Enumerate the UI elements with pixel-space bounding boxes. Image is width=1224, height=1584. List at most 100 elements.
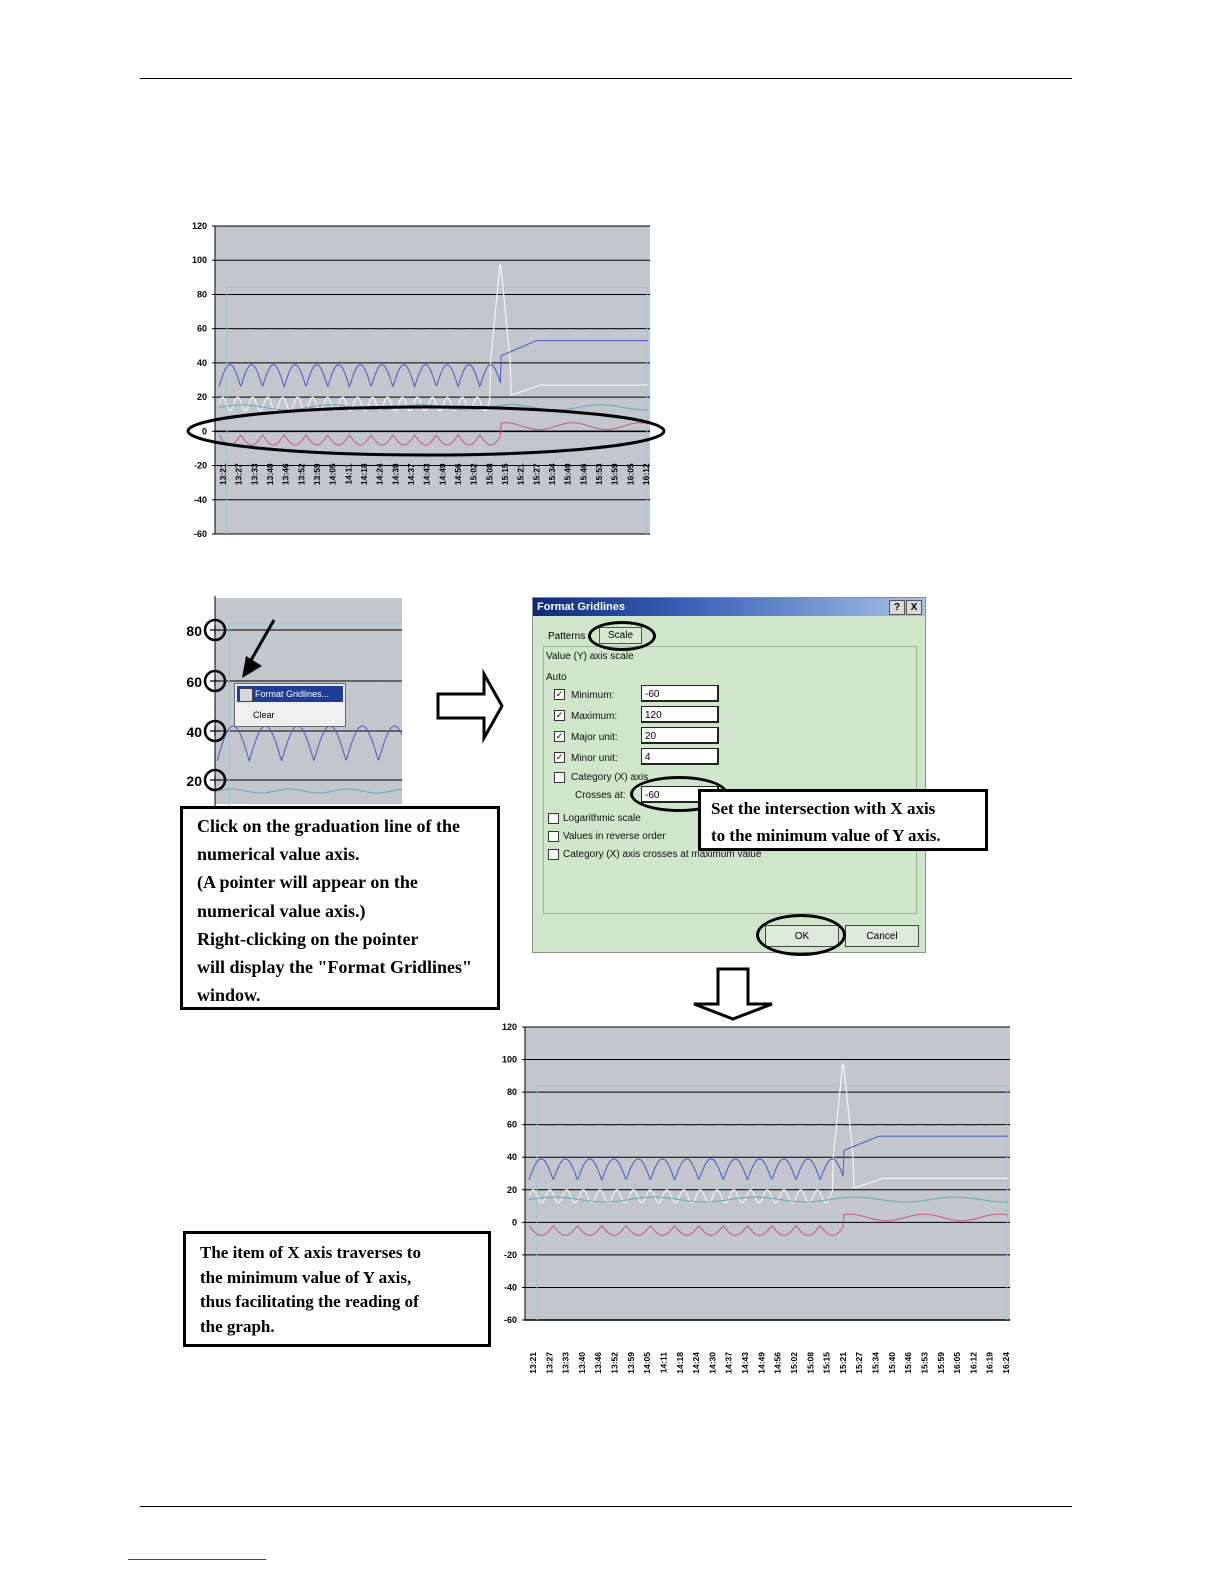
category-axis-label: Category (X) axis	[571, 772, 649, 783]
y-tick-label: 80	[197, 289, 207, 299]
y-tick-label: -40	[194, 495, 207, 505]
arrow-cursor-icon	[242, 619, 276, 678]
axis-pointer-icon	[210, 726, 220, 736]
menu-item-format-gridlines[interactable]: Format Gridlines...	[237, 686, 343, 702]
y-tick-label: 40	[507, 1152, 517, 1162]
x-tick-label: 16:12	[968, 1352, 978, 1374]
series-blue	[218, 340, 648, 389]
x-tick-label: 14:30	[707, 1352, 717, 1374]
callout-intersection-line: to the minimum value of Y axis.	[711, 826, 941, 845]
y-tick-label: -20	[504, 1250, 517, 1260]
series-white	[528, 1063, 1008, 1204]
callout-result: The item of X axis traverses to the mini…	[183, 1231, 491, 1347]
x-tick-label: 16:05	[625, 463, 635, 485]
callout-result-line: the minimum value of Y axis,	[200, 1267, 412, 1287]
x-tick-label: 13:40	[265, 463, 275, 485]
x-tick-label: 15:34	[547, 463, 557, 485]
x-tick-label: 15:15	[500, 463, 510, 485]
y-tick-label: -40	[504, 1282, 517, 1292]
minor-unit-checkbox[interactable]: ✓	[554, 752, 565, 763]
minimum-checkbox[interactable]: ✓	[554, 689, 565, 700]
axis-pointer-icon[interactable]	[203, 669, 227, 693]
major-unit-label: Major unit:	[571, 732, 618, 743]
x-tick-label: 14:24	[691, 1352, 701, 1374]
x-tick-label: 13:33	[561, 1352, 571, 1374]
y-tick-label: 20	[507, 1185, 517, 1195]
menu-item-clear[interactable]: Clear	[253, 710, 275, 720]
x-tick-label: 13:27	[544, 1352, 554, 1374]
footer-link-underline	[128, 1559, 266, 1560]
y-tick-label: 60	[186, 674, 202, 690]
log-scale-checkbox[interactable]	[548, 813, 559, 824]
x-tick-label: 15:27	[854, 1352, 864, 1374]
close-button[interactable]: X	[906, 600, 922, 615]
plot-area	[525, 1027, 1010, 1320]
x-axis-highlight	[186, 405, 666, 457]
callout-result-line: the graph.	[200, 1316, 275, 1336]
axis-pointer-icon[interactable]	[203, 768, 227, 792]
footer-rule	[140, 1506, 1072, 1507]
x-tick-label: 15:08	[484, 463, 494, 485]
y-tick-label: 40	[186, 724, 202, 740]
menu-item-clear-label: Clear	[253, 710, 275, 720]
y-tick-label: 40	[197, 358, 207, 368]
dialog-title: Format Gridlines	[533, 598, 925, 616]
x-tick-label: 15:53	[919, 1352, 929, 1374]
x-tick-label: 15:46	[578, 463, 588, 485]
x-tick-label: 15:15	[822, 1352, 832, 1374]
crosses-max-checkbox[interactable]	[548, 849, 559, 860]
callout-intersection-line: Set the intersection with X axis	[711, 799, 936, 818]
axis-pointer-icon[interactable]	[203, 618, 227, 642]
callout-result-line: The item of X axis traverses to	[200, 1243, 421, 1262]
x-tick-label: 14:05	[328, 463, 338, 485]
x-tick-label: 13:27	[234, 463, 244, 485]
tab-patterns[interactable]: Patterns	[548, 631, 586, 642]
y-tick-label: 0	[202, 426, 207, 436]
reverse-order-checkbox[interactable]	[548, 831, 559, 842]
callout-click-line: will display the "Format Gridlines"	[197, 957, 472, 978]
x-tick-label: 14:05	[642, 1352, 652, 1374]
x-tick-label: 13:59	[312, 463, 322, 485]
context-menu: Format Gridlines... Clear	[234, 683, 346, 727]
y-tick-label: -60	[504, 1315, 517, 1325]
axis-pointer-icon[interactable]	[203, 719, 227, 743]
cancel-button[interactable]: Cancel	[845, 925, 919, 947]
x-tick-label: 16:05	[952, 1352, 962, 1374]
reverse-order-label: Values in reverse order	[563, 831, 666, 842]
callout-intersection: Set the intersection with X axis to the …	[698, 789, 988, 851]
minor-unit-field[interactable]: 4	[641, 748, 719, 765]
callout-click-line: numerical value axis.)	[197, 900, 366, 921]
header-rule	[140, 78, 1072, 79]
axis-pointer-icon	[210, 775, 220, 785]
ok-button-highlight	[756, 914, 846, 956]
x-tick-label: 13:40	[577, 1352, 587, 1374]
x-tick-label: 15:08	[805, 1352, 815, 1374]
y-tick-label: 80	[186, 623, 202, 639]
scale-panel	[543, 646, 917, 914]
x-tick-label: 13:59	[626, 1352, 636, 1374]
maximum-checkbox[interactable]: ✓	[554, 710, 565, 721]
major-unit-checkbox[interactable]: ✓	[554, 731, 565, 742]
x-tick-label: 16:19	[985, 1352, 995, 1374]
help-button[interactable]: ?	[889, 600, 905, 615]
x-tick-label: 14:43	[422, 463, 432, 485]
callout-click-line: (A pointer will appear on the	[197, 872, 418, 893]
major-unit-field[interactable]: 20	[641, 727, 719, 744]
maximum-field[interactable]: 120	[641, 706, 719, 723]
maximum-label: Maximum:	[571, 711, 618, 722]
callout-result-line: thus facilitating the reading of	[200, 1292, 419, 1311]
x-tick-label: 14:43	[740, 1352, 750, 1374]
category-axis-checkbox[interactable]	[554, 772, 565, 783]
x-tick-label: 15:46	[903, 1352, 913, 1374]
minimum-field[interactable]: -60	[641, 685, 719, 702]
series-cyan	[228, 623, 402, 806]
x-tick-label: 13:52	[610, 1352, 620, 1374]
x-tick-label: 14:56	[453, 463, 463, 485]
x-tick-label: 14:49	[437, 463, 447, 485]
log-scale-label: Logarithmic scale	[563, 813, 641, 824]
y-tick-label: 60	[507, 1120, 517, 1130]
